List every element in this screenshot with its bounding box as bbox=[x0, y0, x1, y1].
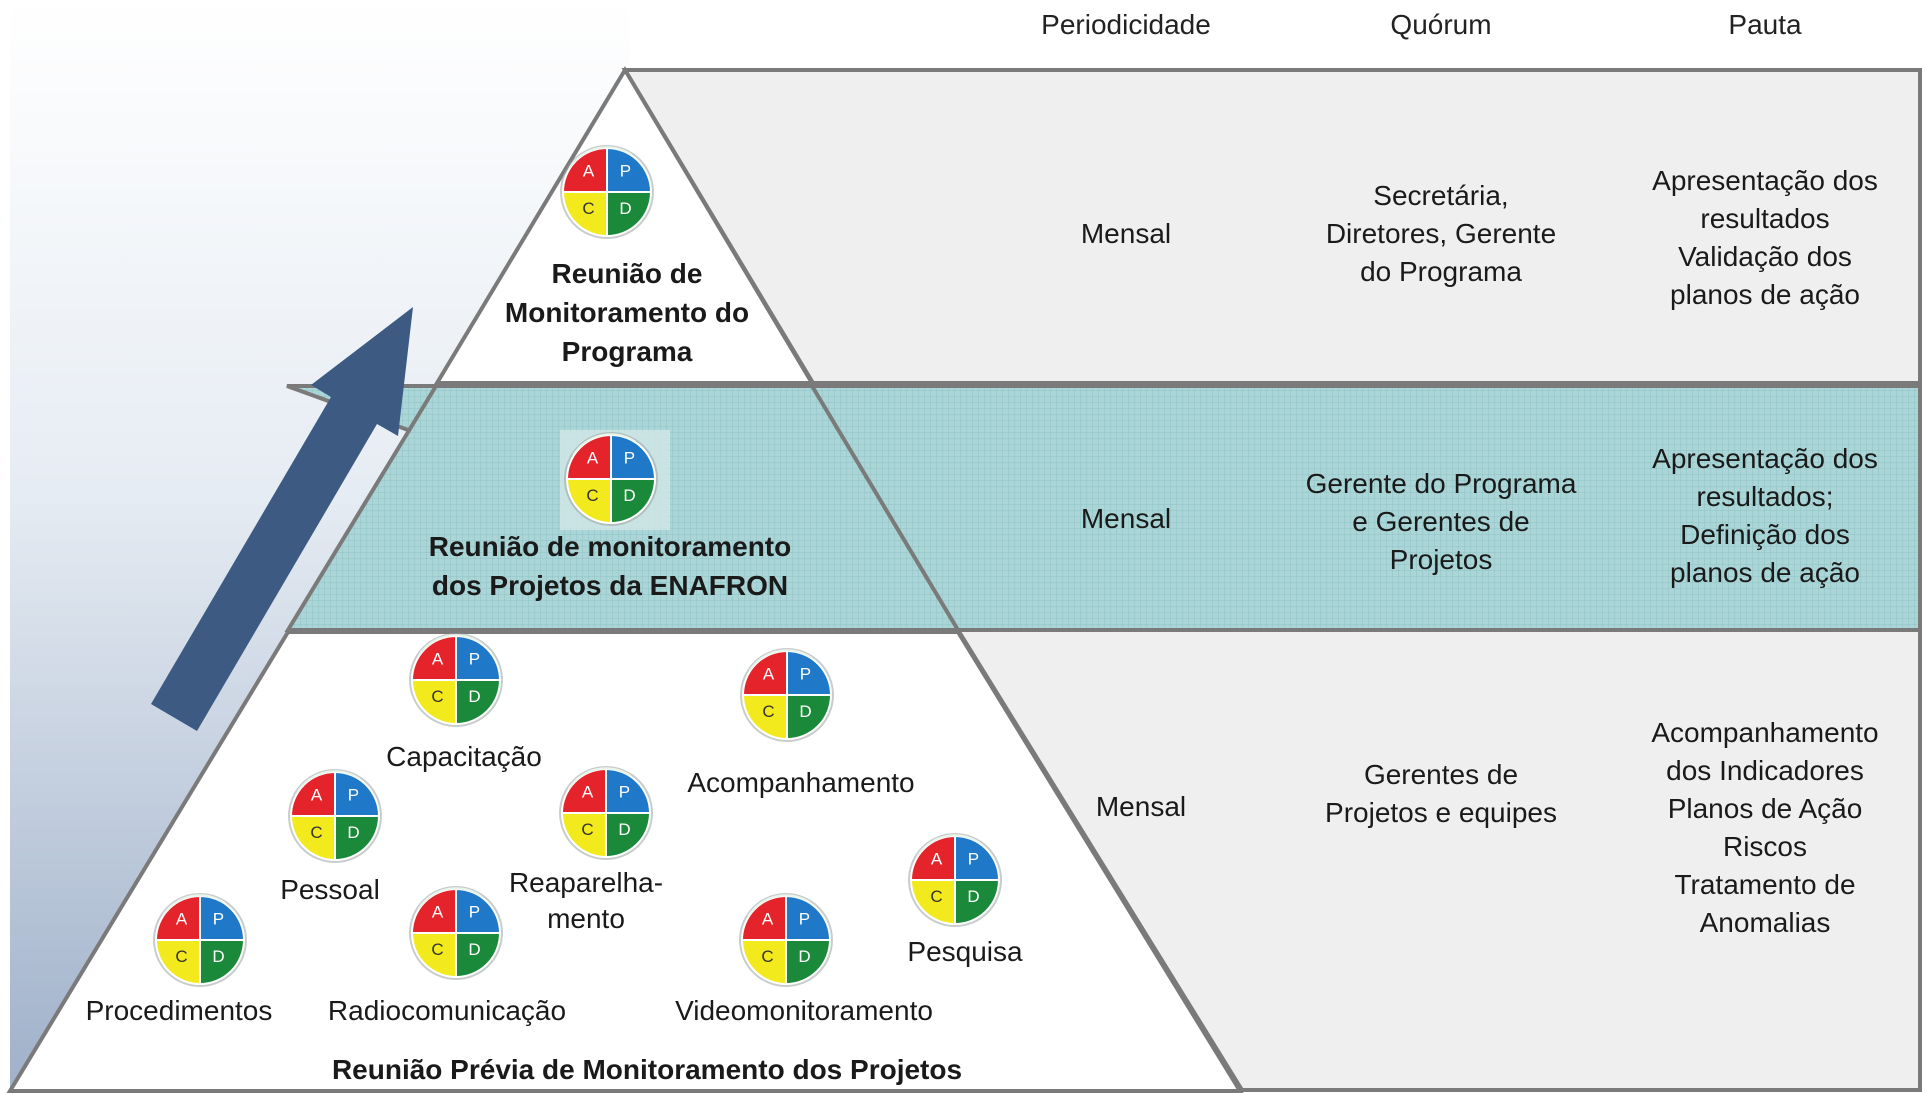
pdca-cycle-icon: A PD C bbox=[560, 145, 654, 239]
svg-text:P: P bbox=[624, 449, 635, 468]
level-3-pauta: Planos de Ação bbox=[1668, 793, 1863, 824]
svg-text:P: P bbox=[348, 786, 359, 805]
level-2-pauta: resultados; bbox=[1697, 481, 1834, 512]
level-2-quorum: e Gerentes de bbox=[1352, 506, 1529, 537]
svg-text:A: A bbox=[432, 650, 444, 669]
svg-text:P: P bbox=[620, 162, 631, 181]
header-periodicidade: Periodicidade bbox=[1041, 9, 1211, 40]
level-3-quorum: Projetos e equipes bbox=[1325, 797, 1557, 828]
level-1-title: Monitoramento do bbox=[505, 297, 749, 328]
level-2-periodicidade: Mensal bbox=[1081, 503, 1171, 534]
svg-text:A: A bbox=[582, 783, 594, 802]
level-1-title: Programa bbox=[562, 336, 693, 367]
level-3-pauta: Riscos bbox=[1723, 831, 1807, 862]
svg-text:C: C bbox=[762, 702, 774, 721]
level-1-pauta: planos de ação bbox=[1670, 279, 1860, 310]
svg-text:P: P bbox=[469, 650, 480, 669]
svg-text:D: D bbox=[619, 199, 631, 218]
svg-text:A: A bbox=[931, 850, 943, 869]
svg-text:A: A bbox=[176, 910, 188, 929]
svg-text:C: C bbox=[431, 940, 443, 959]
pdca-cycle-icon: A PD C bbox=[739, 893, 833, 987]
svg-text:D: D bbox=[798, 947, 810, 966]
level-2-title: dos Projetos da ENAFRON bbox=[432, 570, 788, 601]
svg-text:A: A bbox=[583, 162, 595, 181]
project-label: mento bbox=[547, 903, 625, 934]
svg-text:A: A bbox=[311, 786, 323, 805]
svg-text:A: A bbox=[587, 449, 599, 468]
project-label: Videomonitoramento bbox=[675, 995, 933, 1026]
header-pauta: Pauta bbox=[1728, 9, 1802, 40]
level-2-pauta: planos de ação bbox=[1670, 557, 1860, 588]
level-1-periodicidade: Mensal bbox=[1081, 218, 1171, 249]
project-label: Acompanhamento bbox=[687, 767, 914, 798]
svg-text:P: P bbox=[799, 910, 810, 929]
pdca-cycle-icon: A PD C bbox=[740, 648, 834, 742]
pdca-cycle-icon: A PD C bbox=[409, 886, 503, 980]
svg-text:P: P bbox=[469, 903, 480, 922]
project-label: Procedimentos bbox=[86, 995, 273, 1026]
svg-text:C: C bbox=[431, 687, 443, 706]
svg-text:P: P bbox=[213, 910, 224, 929]
level-2-title: Reunião de monitoramento bbox=[429, 531, 791, 562]
svg-text:C: C bbox=[310, 823, 322, 842]
svg-text:D: D bbox=[618, 820, 630, 839]
pdca-cycle-icon: A PD C bbox=[153, 893, 247, 987]
level-1-quorum: Diretores, Gerente bbox=[1326, 218, 1556, 249]
svg-text:D: D bbox=[468, 687, 480, 706]
level-3-pauta: Acompanhamento bbox=[1651, 717, 1878, 748]
level-3-pauta: dos Indicadores bbox=[1666, 755, 1864, 786]
svg-text:D: D bbox=[347, 823, 359, 842]
pdca-cycle-icon: A PD C bbox=[409, 633, 503, 727]
level-1-quorum: do Programa bbox=[1360, 256, 1522, 287]
level-2-quorum: Projetos bbox=[1390, 544, 1493, 575]
svg-text:C: C bbox=[582, 199, 594, 218]
svg-text:D: D bbox=[623, 486, 635, 505]
level-2-pauta: Definição dos bbox=[1680, 519, 1850, 550]
pyramid-bottom-section bbox=[6, 630, 1244, 1093]
svg-text:A: A bbox=[432, 903, 444, 922]
project-label: Reaparelha- bbox=[509, 867, 663, 898]
pdca-cycle-icon: A PD C bbox=[908, 833, 1002, 927]
level-1-pauta: resultados bbox=[1700, 203, 1829, 234]
level-1-pauta: Validação dos bbox=[1678, 241, 1852, 272]
svg-text:C: C bbox=[586, 486, 598, 505]
svg-text:D: D bbox=[468, 940, 480, 959]
level-3-title: Reunião Prévia de Monitoramento dos Proj… bbox=[332, 1054, 962, 1085]
level-1-title: Reunião de bbox=[552, 258, 703, 289]
level-1-pauta: Apresentação dos bbox=[1652, 165, 1878, 196]
svg-text:P: P bbox=[800, 665, 811, 684]
header-quorum: Quórum bbox=[1390, 9, 1491, 40]
svg-text:P: P bbox=[619, 783, 630, 802]
svg-text:C: C bbox=[761, 947, 773, 966]
project-label: Pesquisa bbox=[907, 936, 1023, 967]
svg-text:D: D bbox=[799, 702, 811, 721]
level-2-pauta: Apresentação dos bbox=[1652, 443, 1878, 474]
upward-arrow-icon bbox=[151, 307, 413, 731]
svg-text:A: A bbox=[762, 910, 774, 929]
svg-text:C: C bbox=[930, 887, 942, 906]
level-3-pauta: Anomalias bbox=[1700, 907, 1831, 938]
level-3-pauta: Tratamento de bbox=[1674, 869, 1855, 900]
level-2-quorum: Gerente do Programa bbox=[1306, 468, 1577, 499]
svg-text:P: P bbox=[968, 850, 979, 869]
project-label: Capacitação bbox=[386, 741, 542, 772]
level-1-quorum: Secretária, bbox=[1373, 180, 1508, 211]
pdca-cycle-icon: A PD C bbox=[564, 432, 658, 526]
pdca-cycle-icon: A PD C bbox=[288, 769, 382, 863]
svg-text:C: C bbox=[175, 947, 187, 966]
svg-text:C: C bbox=[581, 820, 593, 839]
svg-text:A: A bbox=[763, 665, 775, 684]
svg-text:D: D bbox=[212, 947, 224, 966]
level-3-quorum: Gerentes de bbox=[1364, 759, 1518, 790]
level-3-periodicidade: Mensal bbox=[1096, 791, 1186, 822]
project-label: Pessoal bbox=[280, 874, 380, 905]
pdca-cycle-icon: A PD C bbox=[559, 766, 653, 860]
project-label: Radiocomunicação bbox=[328, 995, 566, 1026]
svg-text:D: D bbox=[967, 887, 979, 906]
